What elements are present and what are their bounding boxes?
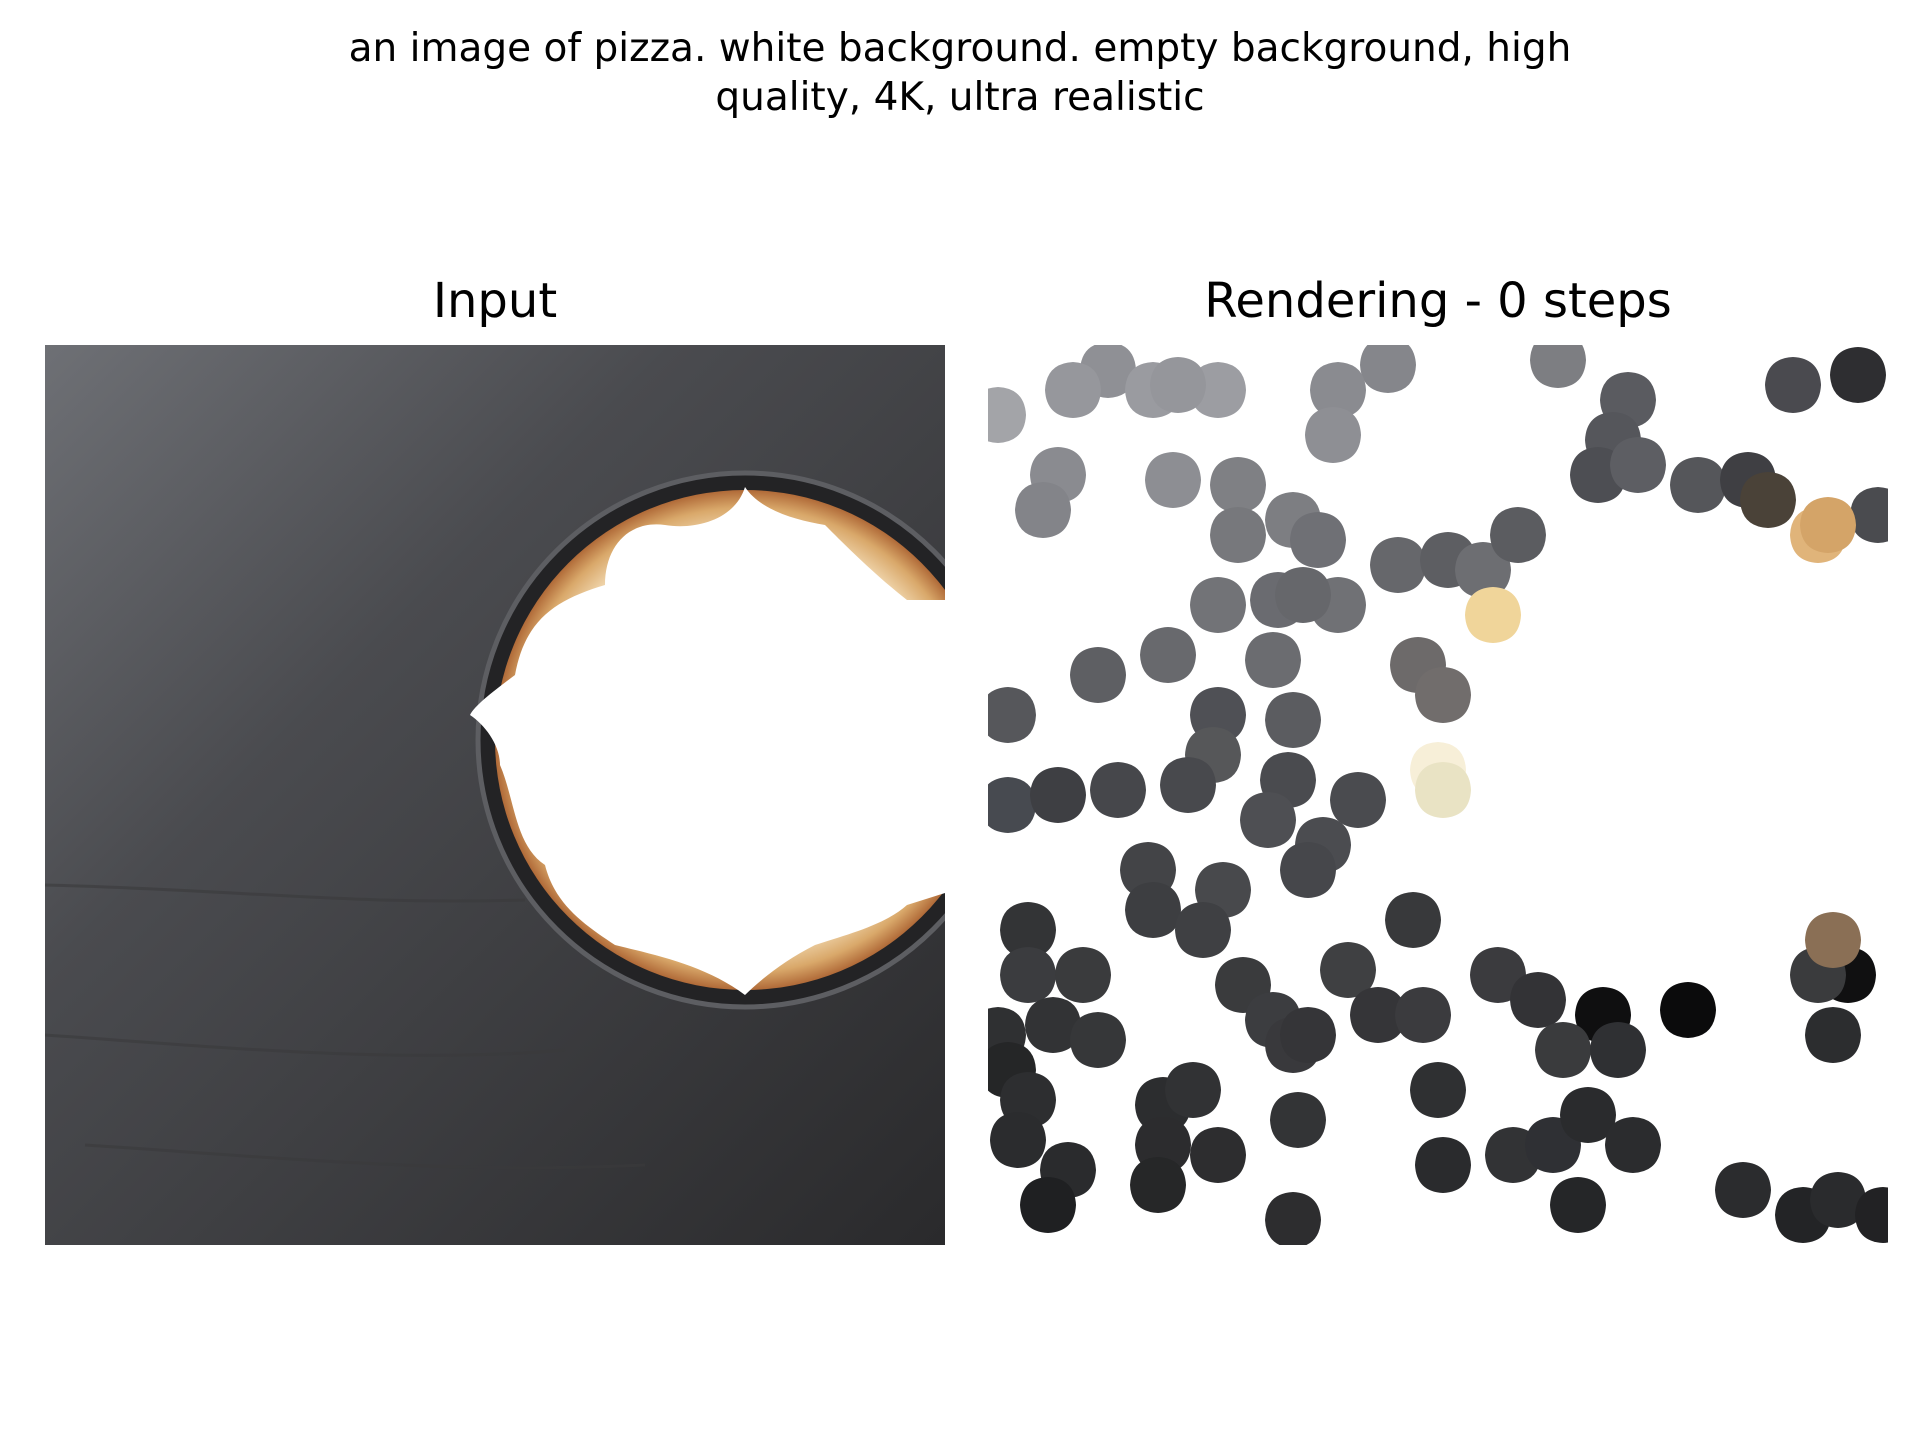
slate-texture — [45, 883, 646, 1170]
render-splat — [1415, 762, 1471, 818]
render-splat — [1000, 947, 1056, 1003]
render-splat — [1385, 892, 1441, 948]
render-splat — [1490, 507, 1546, 563]
render-splat — [1145, 452, 1201, 508]
render-splat — [1535, 1022, 1591, 1078]
render-splat — [1055, 947, 1111, 1003]
render-splat — [1830, 347, 1886, 403]
render-splat — [1245, 632, 1301, 688]
render-splat — [1045, 362, 1101, 418]
render-splat — [1660, 982, 1716, 1038]
render-splat — [1070, 1012, 1126, 1068]
render-splat — [1275, 567, 1331, 623]
render-splat — [1310, 362, 1366, 418]
render-splat — [1470, 947, 1526, 1003]
render-splat — [1805, 1007, 1861, 1063]
prompt-line-2: quality, 4K, ultra realistic — [715, 75, 1205, 120]
render-splat — [1305, 407, 1361, 463]
render-splat — [1670, 457, 1726, 513]
rendering-image — [988, 345, 1888, 1245]
render-splat — [1140, 627, 1196, 683]
render-splat — [1850, 487, 1888, 543]
input-image-canvas — [45, 345, 945, 1245]
input-image — [45, 345, 945, 1245]
render-splat — [1395, 987, 1451, 1043]
render-splat — [1125, 882, 1181, 938]
render-splat — [1370, 537, 1426, 593]
render-splat — [1190, 1127, 1246, 1183]
render-splat — [1610, 437, 1666, 493]
render-splat — [1280, 842, 1336, 898]
rendering-panel-title: Rendering - 0 steps — [1204, 273, 1672, 329]
render-splat — [1410, 1062, 1466, 1118]
render-splat — [1530, 345, 1586, 388]
render-splat — [1020, 1177, 1076, 1233]
render-splat — [990, 1112, 1046, 1168]
render-splat — [1465, 587, 1521, 643]
figure-prompt-title: an image of pizza. white background. emp… — [0, 24, 1920, 122]
render-splat — [1150, 357, 1206, 413]
render-splat — [1270, 1092, 1326, 1148]
render-splat — [1455, 542, 1511, 598]
rendering-canvas — [988, 345, 1888, 1245]
render-splat — [1015, 482, 1071, 538]
render-splat — [1560, 1087, 1616, 1143]
render-splat — [1350, 987, 1406, 1043]
render-splat — [1740, 472, 1796, 528]
render-splat — [1165, 1062, 1221, 1118]
render-splat — [1330, 772, 1386, 828]
masked-region — [470, 487, 945, 995]
render-splat — [1510, 972, 1566, 1028]
render-splat — [1090, 762, 1146, 818]
prompt-line-1: an image of pizza. white background. emp… — [348, 26, 1572, 71]
render-splat — [1130, 1157, 1186, 1213]
render-splat — [1160, 757, 1216, 813]
render-splat — [1360, 345, 1416, 393]
render-splat — [988, 777, 1036, 833]
render-splat — [1855, 1187, 1888, 1243]
render-splat — [1210, 457, 1266, 513]
render-splat — [1715, 1162, 1771, 1218]
render-splat — [1550, 1177, 1606, 1233]
render-splat — [988, 687, 1036, 743]
render-splat — [1175, 902, 1231, 958]
render-splat — [1265, 1192, 1321, 1245]
render-splat — [1265, 692, 1321, 748]
render-splat — [1190, 577, 1246, 633]
render-splat — [1605, 1117, 1661, 1173]
render-splat — [1070, 647, 1126, 703]
render-splat — [1025, 997, 1081, 1053]
render-splat — [1805, 912, 1861, 968]
render-splat — [1290, 512, 1346, 568]
render-splat — [1415, 667, 1471, 723]
render-splat — [1000, 902, 1056, 958]
render-splat — [1280, 1007, 1336, 1063]
input-panel-title: Input — [432, 273, 558, 329]
render-splat — [1590, 1022, 1646, 1078]
render-splat — [1030, 767, 1086, 823]
render-splat — [1240, 792, 1296, 848]
render-splat — [1210, 507, 1266, 563]
render-splat — [988, 387, 1026, 443]
render-splat — [1320, 942, 1376, 998]
render-splat — [1765, 357, 1821, 413]
render-splat — [1800, 497, 1856, 553]
render-splat — [1415, 1137, 1471, 1193]
render-splat — [1810, 1172, 1866, 1228]
